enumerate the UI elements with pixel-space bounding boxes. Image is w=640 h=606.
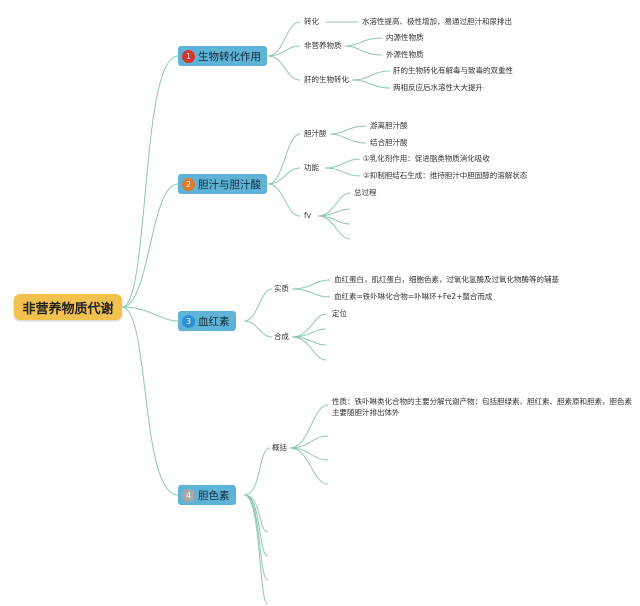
branch-title: 胆色素: [198, 489, 230, 502]
topic-label: 合成: [274, 332, 289, 341]
leaf-text: 性质：铁卟啉类化合物的主要分解代谢产物：包括胆绿素、胆红素、胆素原和胆素，胆色素…: [332, 397, 632, 417]
leaf-text: ①乳化剂作用：促进脂类物质消化吸收: [363, 154, 490, 163]
root-title: 非营养物质代谢: [22, 301, 114, 317]
topic-label: 胆汁酸: [304, 129, 327, 138]
branch-title: 血红素: [198, 315, 230, 328]
leaf-text: 外源性物质: [386, 50, 424, 59]
root-node[interactable]: 非营养物质代谢: [14, 294, 122, 320]
leaf-text: ②抑制胆结石生成：维持胆汁中胆固醇的溶解状态: [363, 171, 528, 180]
leaf-text: 血红素=铁卟啉化合物=卟啉环+Fe2+螯合而成: [334, 292, 493, 301]
topic-label: 转化: [304, 17, 319, 26]
branch-node-1[interactable]: 1 生物转化作用: [178, 46, 267, 66]
topic-label: 非营养物质: [304, 41, 342, 50]
topic-label: fv: [304, 211, 312, 220]
number-badge-icon: 1: [182, 49, 195, 63]
branch-title: 胆汁与胆汁酸: [198, 178, 261, 191]
leaf-text: 水溶性提高、极性增加，易通过胆汁和尿排出: [362, 17, 512, 26]
leaf-text: 内源性物质: [386, 33, 424, 42]
branch-node-4[interactable]: 4 胆色素: [178, 485, 236, 505]
leaf-text: 两相反应后水溶性大大提升: [393, 83, 483, 92]
leaf-text: 血红蛋白，肌红蛋白，细胞色素，过氧化氢酶及过氧化物酶等的辅基: [334, 275, 559, 284]
number-badge-icon: 2: [182, 177, 195, 191]
leaf-text: 肝的生物转化有解毒与致毒的双重性: [393, 66, 513, 75]
topic-label: 功能: [304, 163, 319, 172]
topic-label: 实质: [274, 284, 289, 293]
leaf-text: 定位: [332, 309, 347, 318]
topic-label: 概括: [272, 443, 287, 452]
branch-title: 生物转化作用: [198, 50, 261, 63]
branch-node-3[interactable]: 3 血红素: [178, 311, 236, 331]
number-badge-icon: 3: [182, 314, 195, 328]
number-badge-icon: 4: [182, 488, 195, 502]
leaf-text: 结合胆汁酸: [370, 138, 408, 147]
leaf-text: 游离胆汁酸: [370, 121, 408, 130]
topic-label: 肝的生物转化: [304, 75, 349, 84]
leaf-text: 总过程: [354, 188, 377, 197]
branch-node-2[interactable]: 2 胆汁与胆汁酸: [178, 174, 267, 194]
